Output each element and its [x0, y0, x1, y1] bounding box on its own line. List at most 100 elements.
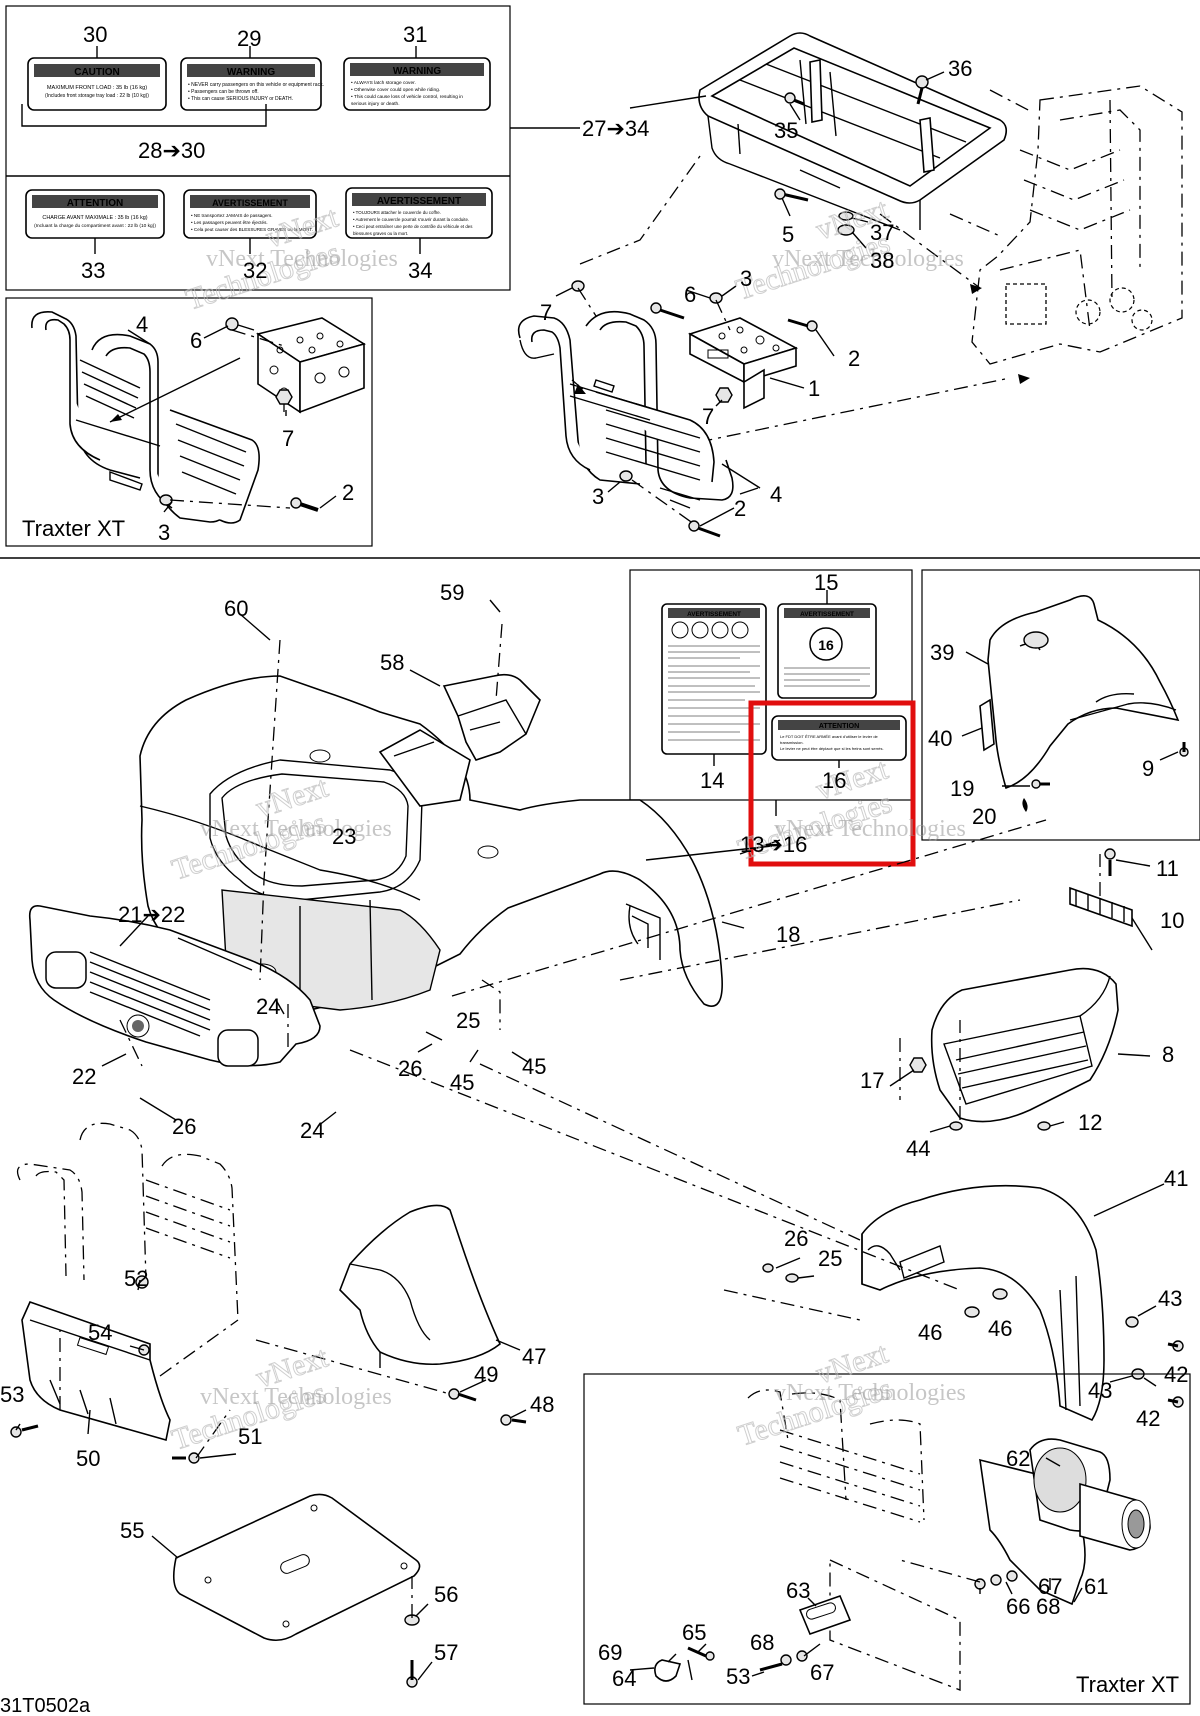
warning29-line3: • This can cause SERIOUS INJURY or DEATH…	[188, 96, 293, 102]
callout-48: 48	[530, 1392, 554, 1417]
warning-label-31: WARNING • ALWAYS latch storage cover. • …	[343, 57, 491, 111]
avertissement34-line4: blessures graves ou la mort.	[353, 231, 408, 236]
callout-20: 20	[972, 804, 996, 829]
rear-rack	[629, 32, 1008, 249]
vehicle-frame	[669, 85, 1183, 449]
nut-7-inset	[275, 389, 293, 405]
callout-41: 41	[1164, 1166, 1188, 1191]
callout-59: 59	[440, 580, 464, 605]
caution-label-30: CAUTION MAXIMUM FRONT LOAD : 35 lb (16 k…	[27, 57, 167, 111]
callout-32: 32	[243, 258, 267, 283]
attention33-line2: (Incluant la charge du compartiment avan…	[34, 223, 156, 229]
callout-42-a: 42	[1164, 1362, 1188, 1387]
watermark-6c: vNext Technologies	[774, 1380, 966, 1406]
callout-68-b: 68	[750, 1630, 774, 1655]
callout-62: 62	[1006, 1446, 1030, 1471]
callout-14: 14	[700, 768, 724, 793]
callout-49: 49	[474, 1362, 498, 1387]
callout-52: 52	[124, 1266, 148, 1291]
callout-9: 9	[1142, 756, 1154, 781]
callout-46-b: 46	[988, 1316, 1012, 1341]
callout-6-inset: 6	[190, 328, 202, 353]
avertissement32-title: AVERTISSEMENT	[212, 198, 288, 208]
callout-63: 63	[786, 1578, 810, 1603]
callout-36: 36	[948, 56, 972, 81]
front-grille-panel	[28, 904, 321, 1067]
avertissement34-title: AVERTISSEMENT	[377, 196, 461, 207]
warning29-title: WARNING	[227, 67, 276, 78]
avertissement34-line2: • Autrement le couvercle pourrait s'ouvr…	[353, 217, 469, 222]
warning31-line2: • Otherwise cover could open while ridin…	[351, 87, 440, 93]
plate-55	[172, 1493, 421, 1688]
avertissement32-line1: • NE transportez JAMAIS de passagers.	[191, 213, 273, 218]
warning-label-29: WARNING • NEVER carry passengers on this…	[180, 57, 324, 111]
warning29-line1: • NEVER carry passengers on this vehicle…	[188, 82, 324, 88]
front-bracket	[687, 317, 799, 410]
avertissement32-line3: • Cela peut causer des BLESSURES GRAVES …	[191, 227, 313, 232]
callout-33: 33	[81, 258, 105, 283]
watermark-2c: vNext Technologies	[772, 246, 964, 272]
attention16-line3: Le levier ne peut être déplacé que si le…	[780, 746, 884, 751]
callout-42-b: 42	[1136, 1406, 1160, 1431]
side-panel-inset-box	[921, 569, 1200, 841]
callout-1: 1	[808, 376, 820, 401]
avertissement14-title: AVERTISSEMENT	[687, 611, 741, 618]
callout-30: 30	[83, 22, 107, 47]
callout-19: 19	[950, 776, 974, 801]
callout-60: 60	[224, 596, 248, 621]
warning29-line2: • Passengers can be thrown off.	[188, 89, 259, 95]
diagram-code: 31T0502a	[0, 1695, 91, 1716]
callout-43-b: 43	[1088, 1378, 1112, 1403]
callout-65: 65	[682, 1620, 706, 1645]
callout-53-b: 53	[726, 1664, 750, 1689]
callout-43-a: 43	[1158, 1286, 1182, 1311]
callout-13-16: 13➔16	[740, 832, 807, 857]
bolt-6-inset	[225, 317, 255, 331]
callout-3-inset: 3	[158, 520, 170, 545]
avertissement32-line2: • Les passagers peuvent être éjectés.	[191, 220, 268, 225]
storage-lid-58	[378, 673, 541, 807]
callout-10: 10	[1160, 908, 1184, 933]
callout-26-b: 26	[398, 1056, 422, 1081]
callout-23: 23	[332, 824, 356, 849]
callout-39: 39	[930, 640, 954, 665]
callout-44: 44	[906, 1136, 930, 1161]
callout-58: 58	[380, 650, 404, 675]
callout-26-c: 26	[784, 1226, 808, 1251]
callout-11: 11	[1156, 856, 1179, 881]
callout-53-a: 53	[0, 1382, 24, 1407]
callout-2-a: 2	[848, 346, 860, 371]
callout-22: 22	[72, 1064, 96, 1089]
callout-7-a: 7	[540, 300, 552, 325]
panel-47	[339, 1204, 527, 1426]
bracket-plate-inset	[256, 317, 366, 414]
callout-7-b: 7	[702, 404, 714, 429]
callout-50: 50	[76, 1446, 100, 1471]
callout-25-b: 25	[818, 1246, 842, 1271]
front-bumper	[517, 310, 759, 509]
label-box-top-left: CAUTION MAXIMUM FRONT LOAD : 35 lb (16 k…	[5, 5, 580, 291]
callout-57: 57	[434, 1640, 458, 1665]
callout-12: 12	[1078, 1110, 1102, 1135]
callout-17: 17	[860, 1068, 884, 1093]
callout-27-34: 27➔34	[582, 116, 649, 141]
callout-67-a: 67	[1038, 1574, 1062, 1599]
skid-plate-50	[10, 1275, 200, 1464]
attention16-title: ATTENTION	[819, 721, 860, 730]
attention33-line1: CHARGE AVANT MAXIMALE : 35 lb (16 kg)	[42, 215, 147, 221]
callout-55: 55	[120, 1518, 144, 1543]
watermark-1c: vNext Technologies	[206, 246, 398, 272]
callout-2-inset: 2	[342, 480, 354, 505]
callout-64: 64	[612, 1666, 636, 1691]
callout-35: 35	[774, 118, 798, 143]
watermark-5c: vNext Technologies	[200, 1384, 392, 1410]
callout-61: 61	[1084, 1574, 1108, 1599]
callout-26-a: 26	[172, 1114, 196, 1139]
callout-5: 5	[782, 222, 794, 247]
callout-40: 40	[928, 726, 952, 751]
connection-lines	[15, 599, 1165, 1681]
callout-54: 54	[88, 1320, 112, 1345]
callout-16: 16	[822, 768, 846, 793]
callout-7-inset: 7	[282, 426, 294, 451]
